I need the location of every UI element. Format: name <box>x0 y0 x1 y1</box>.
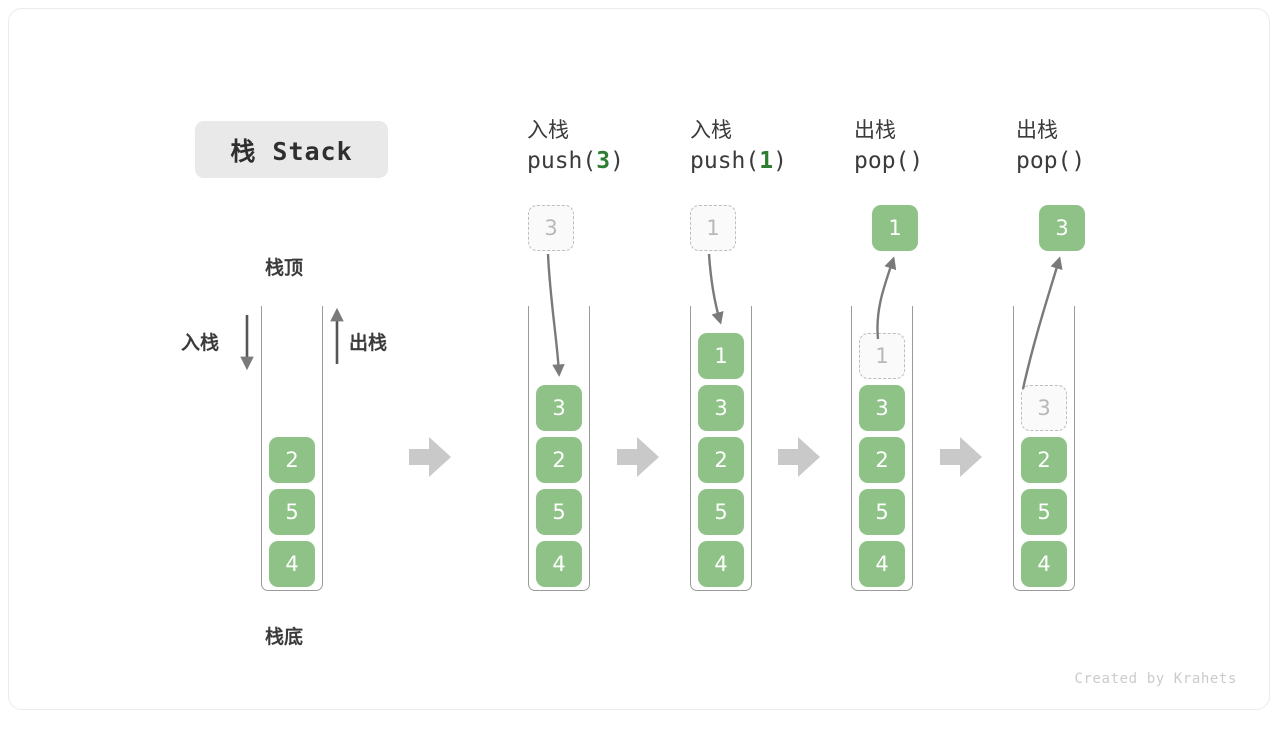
stack-cell: 2 <box>1021 437 1067 483</box>
stack-cell: 1 <box>698 333 744 379</box>
step-header-code: pop() <box>854 148 924 174</box>
credit-text: Created by Krahets <box>1074 671 1237 687</box>
stack-initial: 2 5 4 <box>261 306 323 591</box>
stack-cell: 5 <box>269 489 315 535</box>
stack-cell: 4 <box>698 541 744 587</box>
stack-cell: 2 <box>859 437 905 483</box>
separator-arrow-icon <box>409 437 451 477</box>
stack-top-label: 栈顶 <box>265 257 304 279</box>
separator-arrow-icon <box>940 437 982 477</box>
step-header-push-1: 入栈 push(1) <box>690 115 787 177</box>
arrows-overlay <box>240 253 1063 477</box>
popped-value-box: 3 <box>1039 205 1085 251</box>
stack-cell-removed: 1 <box>859 333 905 379</box>
stack-cell: 4 <box>859 541 905 587</box>
step-header-push-3: 入栈 push(3) <box>527 115 624 177</box>
stack-cell: 4 <box>536 541 582 587</box>
stack-after-push-3: 3 2 5 4 <box>528 306 590 591</box>
stack-cell: 4 <box>1021 541 1067 587</box>
step-header-code: push(3) <box>527 148 624 174</box>
push-arg: 1 <box>759 148 774 174</box>
stack-cell: 3 <box>859 385 905 431</box>
step-header-cn: 入栈 <box>527 118 569 142</box>
diagram-card: 栈 Stack 栈顶 栈底 入栈 出栈 入栈 push(3) 入栈 push(1… <box>8 8 1270 710</box>
diagram-title: 栈 Stack <box>195 121 388 178</box>
stack-cell: 5 <box>1021 489 1067 535</box>
step-header-cn: 出栈 <box>854 118 896 142</box>
step-header-pop-2: 出栈 pop() <box>1016 115 1085 177</box>
push-side-label: 入栈 <box>181 332 220 354</box>
push-arg: 3 <box>596 148 611 174</box>
separator-arrow-icon <box>617 437 659 477</box>
incoming-value-box: 1 <box>690 205 736 251</box>
step-header-pop-1: 出栈 pop() <box>854 115 923 177</box>
separator-arrow-icon <box>778 437 820 477</box>
popped-value-box: 1 <box>872 205 918 251</box>
stack-bottom-label: 栈底 <box>265 626 304 648</box>
stack-cell-removed: 3 <box>1021 385 1067 431</box>
stack-after-pop-2: 3 2 5 4 <box>1013 306 1075 591</box>
step-header-code: pop() <box>1016 148 1086 174</box>
stack-cell: 5 <box>859 489 905 535</box>
stack-cell: 2 <box>698 437 744 483</box>
step-header-cn: 出栈 <box>1016 118 1058 142</box>
step-header-cn: 入栈 <box>690 118 732 142</box>
stack-cell: 5 <box>536 489 582 535</box>
pop-side-label: 出栈 <box>349 332 388 354</box>
stack-cell: 2 <box>269 437 315 483</box>
stack-cell: 5 <box>698 489 744 535</box>
stack-after-push-1: 1 3 2 5 4 <box>690 306 752 591</box>
incoming-value-box: 3 <box>528 205 574 251</box>
stack-cell: 3 <box>698 385 744 431</box>
stack-cell: 2 <box>536 437 582 483</box>
stack-after-pop-1: 1 3 2 5 4 <box>851 306 913 591</box>
stack-cell: 3 <box>536 385 582 431</box>
step-header-code: push(1) <box>690 148 787 174</box>
stack-cell: 4 <box>269 541 315 587</box>
